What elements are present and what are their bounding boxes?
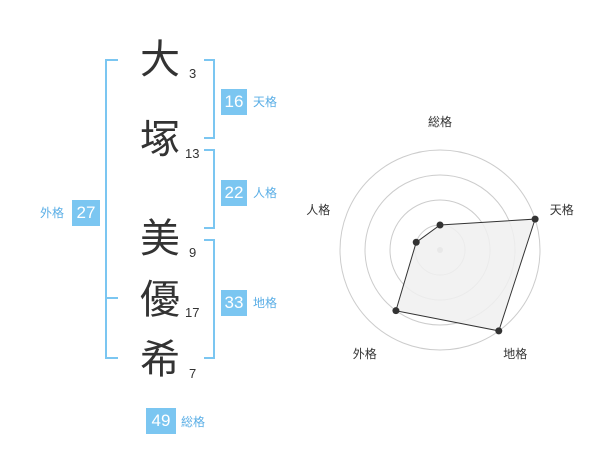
name-char-4: 優 xyxy=(140,277,180,323)
radar-axis-label-4: 外格 xyxy=(352,346,377,361)
tenkaku-bracket xyxy=(204,59,215,139)
name-char-3: 美 xyxy=(140,216,180,262)
stroke-count-3: 9 xyxy=(189,245,197,260)
radar-point-4 xyxy=(392,307,400,315)
radar-point-1 xyxy=(436,221,444,229)
jinkaku-label: 人格 xyxy=(253,186,278,200)
gaikaku-label: 外格 xyxy=(40,206,65,220)
name-char-1: 大 xyxy=(140,37,180,83)
gaikaku-value: 27 xyxy=(72,200,100,226)
jinkaku-bracket xyxy=(204,149,215,229)
radar-axis-label-3: 地格 xyxy=(503,346,528,361)
jinkaku-value: 22 xyxy=(221,180,247,206)
radar-axis-label-5: 人格 xyxy=(306,203,331,218)
radar-axis-label-2: 天格 xyxy=(549,203,574,218)
gaikaku-bracket xyxy=(105,59,118,359)
radar-point-2 xyxy=(531,215,539,223)
radar-ring-4 xyxy=(339,149,541,351)
chikaku-label: 地格 xyxy=(253,296,278,310)
radar-point-5 xyxy=(412,238,420,246)
soukaku-value: 49 xyxy=(146,408,176,434)
name-char-5: 希 xyxy=(140,337,180,383)
stroke-count-2: 13 xyxy=(185,146,200,161)
chikaku-bracket xyxy=(204,239,215,359)
stroke-count-4: 17 xyxy=(185,305,200,320)
radar-axis-label-1: 総格 xyxy=(428,115,453,129)
tenkaku-label: 天格 xyxy=(253,95,278,109)
name-char-2: 塚 xyxy=(140,117,180,163)
stroke-count-5: 7 xyxy=(189,366,197,381)
radar-area xyxy=(395,218,536,332)
tenkaku-value: 16 xyxy=(221,89,247,115)
radar-point-3 xyxy=(495,327,503,335)
chikaku-value: 33 xyxy=(221,290,247,316)
stroke-count-1: 3 xyxy=(189,66,197,81)
soukaku-label: 総格 xyxy=(181,415,206,429)
